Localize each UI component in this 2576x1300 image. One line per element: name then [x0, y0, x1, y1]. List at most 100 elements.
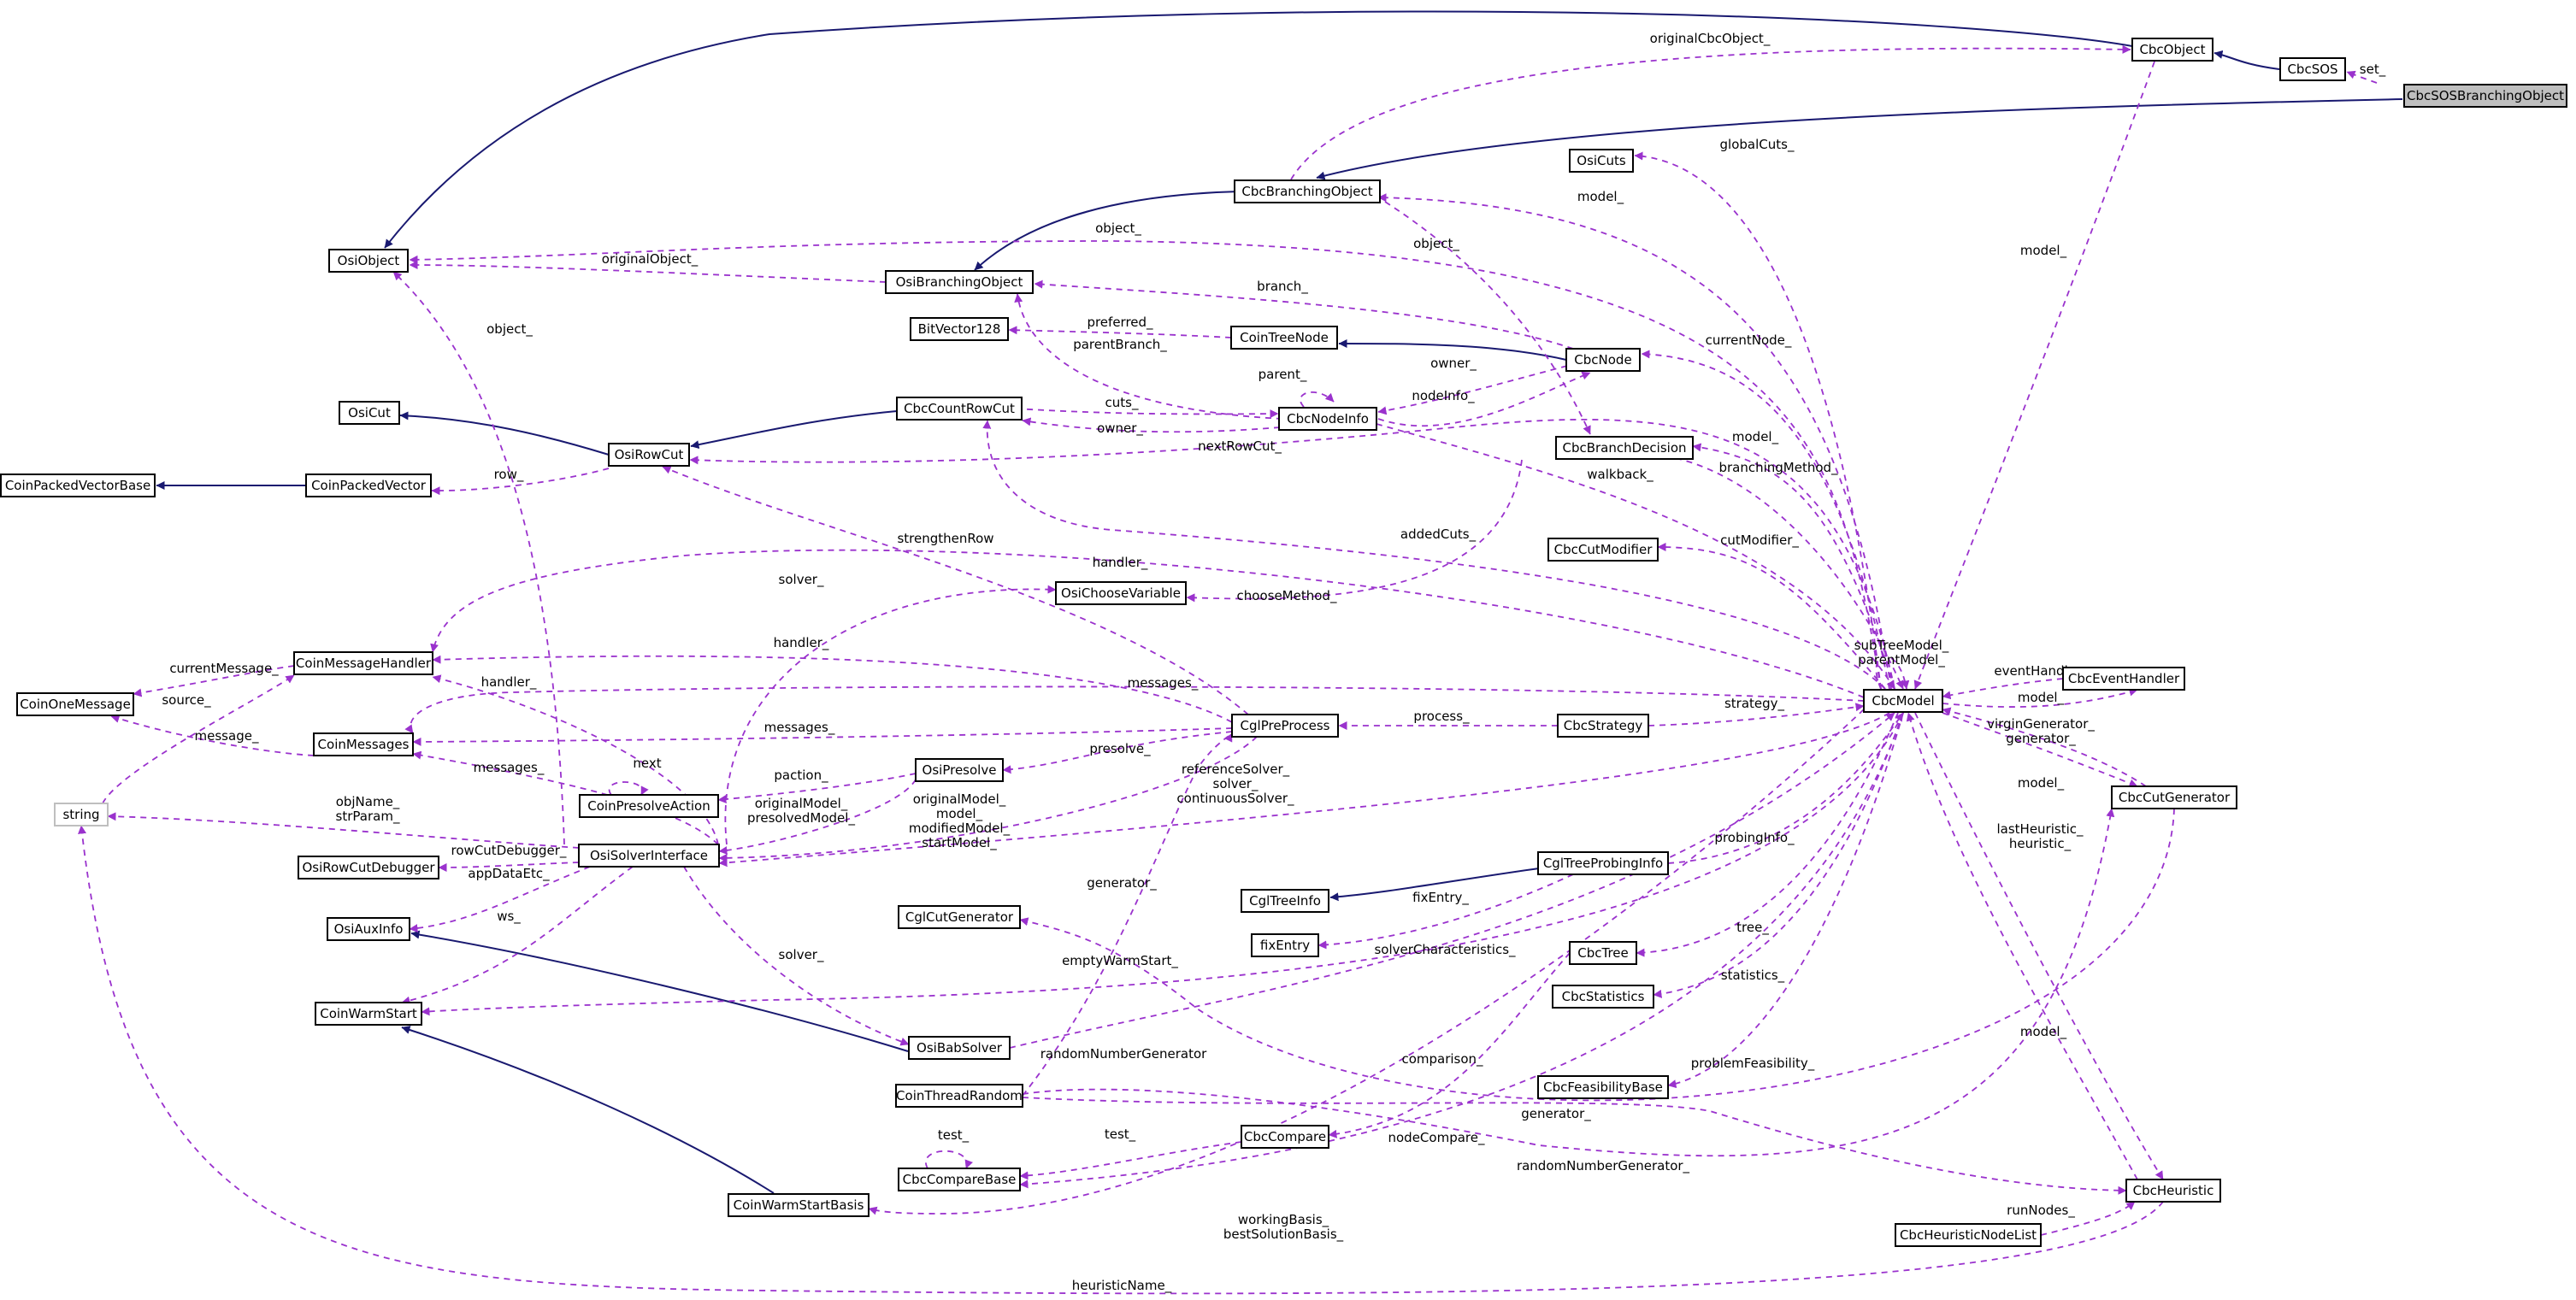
class-node-label: CbcSOSBranchingObject [2407, 88, 2564, 103]
class-node-OsiCuts[interactable]: OsiCuts [1569, 149, 1634, 173]
inheritance-edge-CbcCountRowCut-to-OsiRowCut [690, 410, 898, 450]
class-node-CoinWarmStartBasis[interactable]: CoinWarmStartBasis [728, 1193, 869, 1217]
edge-label: randomNumberGenerator_ [1517, 1158, 1690, 1174]
class-node-OsiObject[interactable]: OsiObject [328, 249, 409, 273]
edge-label: fixEntry_ [1412, 890, 1469, 906]
usage-edge-OsiObject-to-OsiSolverInterface [392, 271, 565, 845]
class-node-CoinMessages[interactable]: CoinMessages [313, 732, 414, 756]
usage-edge-OsiCuts-to-CbcModel [1634, 151, 1882, 690]
edge-label: emptyWarmStart_ [1062, 953, 1178, 969]
class-node-CoinPresolveAction[interactable]: CoinPresolveAction [579, 794, 719, 818]
class-node-CbcNode[interactable]: CbcNode [1565, 348, 1641, 372]
edge-label: message_ [195, 728, 259, 744]
usage-edge-CbcBranchingObject-to-CbcBranchDecision [1384, 201, 1591, 435]
edge-label-text: owner_ [1097, 421, 1143, 437]
edge-label-text: object_ [1413, 236, 1459, 252]
edge-label-text: problemFeasibility_ [1691, 1056, 1815, 1072]
class-node-CbcNodeInfo[interactable]: CbcNodeInfo [1278, 407, 1377, 431]
class-node-CbcCompare[interactable]: CbcCompare [1241, 1125, 1329, 1149]
class-node-CbcBranchingObject[interactable]: CbcBranchingObject [1234, 179, 1381, 203]
usage-edge-CbcCompareBase-to-CbcCompareBase [925, 1150, 973, 1169]
class-node-OsiCut[interactable]: OsiCut [339, 401, 400, 425]
edge-label-text: object_ [486, 321, 533, 338]
edge-label: handler_ [1093, 555, 1148, 571]
class-node-CbcSOS[interactable]: CbcSOS [2279, 57, 2346, 81]
usage-edge-CoinOneMessage-to-CoinMessages [110, 715, 315, 756]
usage-edge-OsiSolverInterface-to-CbcModel [718, 712, 1890, 868]
class-node-OsiPresolve[interactable]: OsiPresolve [915, 758, 1004, 782]
edge-label-text: strengthenRow [897, 531, 993, 546]
class-node-CbcStrategy[interactable]: CbcStrategy [1557, 714, 1649, 738]
class-node-CoinThreadRandom[interactable]: CoinThreadRandom [895, 1084, 1023, 1108]
class-node-label: CbcObject [2139, 42, 2205, 57]
class-node-CglTreeInfo[interactable]: CglTreeInfo [1241, 889, 1329, 913]
class-node-box [315, 1002, 422, 1026]
class-node-CbcStatistics[interactable]: CbcStatistics [1552, 985, 1654, 1009]
class-node-CbcFeasibilityBase[interactable]: CbcFeasibilityBase [1537, 1075, 1669, 1099]
inheritance-edge-OsiBabSolver-to-OsiAuxInfo [410, 930, 909, 1052]
class-node-CoinTreeNode[interactable]: CoinTreeNode [1230, 326, 1338, 350]
class-node-box [339, 401, 400, 425]
usage-edge-CbcHeuristic-to-CbcModel [1906, 712, 2138, 1180]
edge-label: problemFeasibility_ [1691, 1056, 1815, 1072]
class-node-CbcCutGenerator[interactable]: CbcCutGenerator [2111, 785, 2237, 809]
class-node-OsiBabSolver[interactable]: OsiBabSolver [908, 1036, 1011, 1060]
class-node-CbcCountRowCut[interactable]: CbcCountRowCut [896, 397, 1023, 421]
edge-label: originalObject_ [602, 251, 699, 268]
edge-label: walkback_ [1587, 467, 1653, 483]
class-node-fixEntry[interactable]: fixEntry [1251, 933, 1319, 957]
inheritance-edge-CoinWarmStartBasis-to-CoinWarmStart [401, 1026, 775, 1194]
class-node-label: fixEntry [1260, 938, 1310, 953]
class-node-CglPreProcess[interactable]: CglPreProcess [1231, 714, 1339, 738]
class-node-string[interactable]: string [54, 803, 109, 826]
class-node-box [910, 317, 1009, 341]
class-node-CbcModel[interactable]: CbcModel [1863, 689, 1943, 713]
usage-edge-CoinWarmStartBasis-to-CbcModel [868, 709, 1865, 1215]
class-node-CbcSOSBranchingObject[interactable]: CbcSOSBranchingObject [2403, 84, 2567, 108]
class-node-label: CglTreeProbingInfo [1543, 856, 1663, 871]
edge-label: generator_ [1087, 875, 1157, 891]
class-node-label: CbcNode [1574, 352, 1631, 368]
edge-label-text: generator_ [1087, 875, 1157, 891]
class-node-CglTreeProbingInfo[interactable]: CglTreeProbingInfo [1537, 851, 1669, 875]
edge-label: tree_ [1736, 920, 1769, 936]
class-node-CoinPackedVector[interactable]: CoinPackedVector [305, 474, 432, 497]
class-node-CbcEventHandler[interactable]: CbcEventHandler [2062, 667, 2185, 691]
class-node-box [54, 803, 109, 826]
class-node-OsiSolverInterface[interactable]: OsiSolverInterface [578, 844, 720, 868]
class-node-CglCutGenerator[interactable]: CglCutGenerator [898, 905, 1021, 929]
class-node-OsiBranchingObject[interactable]: OsiBranchingObject [885, 270, 1034, 294]
class-node-CoinPackedVectorBase[interactable]: CoinPackedVectorBase [0, 474, 156, 497]
class-node-OsiRowCutDebugger[interactable]: OsiRowCutDebugger [298, 856, 439, 879]
usage-edge-OsiRowCutDebugger-to-OsiSolverInterface [438, 862, 580, 872]
class-node-CbcBranchDecision[interactable]: CbcBranchDecision [1555, 436, 1694, 460]
usage-edge-CbcFeasibilityBase-to-CbcModel [1667, 712, 1904, 1089]
edge-label: randomNumberGenerator [1040, 1046, 1207, 1062]
class-node-CbcObject[interactable]: CbcObject [2131, 38, 2213, 62]
edge-label: subTreeModel_parentModel_ [1854, 638, 1949, 668]
class-node-CbcHeuristic[interactable]: CbcHeuristic [2125, 1179, 2221, 1203]
class-node-OsiRowCut[interactable]: OsiRowCut [608, 443, 690, 467]
class-node-OsiAuxInfo[interactable]: OsiAuxInfo [327, 917, 410, 941]
node-layer: CbcSOSBranchingObject CbcSOS CbcObjectCbcB… [0, 38, 2567, 1247]
edge-label-text: emptyWarmStart_ [1062, 953, 1178, 969]
edge-label-text: model_ [1732, 429, 1779, 445]
class-node-CbcTree[interactable]: CbcTree [1569, 941, 1637, 965]
class-node-BitVector128[interactable]: BitVector128 [910, 317, 1009, 341]
class-node-CoinMessageHandler[interactable]: CoinMessageHandler [293, 651, 433, 675]
class-node-CbcCompareBase[interactable]: CbcCompareBase [898, 1168, 1021, 1191]
edge-label: addedCuts_ [1400, 526, 1477, 543]
class-node-CbcCutModifier[interactable]: CbcCutModifier [1547, 538, 1659, 562]
edge-label: currentNode_ [1706, 332, 1792, 349]
edge-label-text: parentModel_ [1858, 652, 1945, 668]
usage-edge-CbcCutModifier-to-CbcModel [1657, 543, 1886, 690]
edge-label-text: statistics_ [1721, 968, 1785, 984]
class-node-CbcHeuristicNodeList[interactable]: CbcHeuristicNodeList [1895, 1223, 2042, 1247]
class-node-OsiChooseVariable[interactable]: OsiChooseVariable [1055, 581, 1187, 605]
class-node-CoinWarmStart[interactable]: CoinWarmStart [315, 1002, 422, 1026]
class-node-box [298, 856, 439, 879]
class-node-CoinOneMessage[interactable]: CoinOneMessage [16, 692, 134, 716]
edge-label: object_ [1095, 221, 1141, 237]
edge-label: solver_ [779, 947, 824, 963]
usage-edge-CbcTree-to-CbcModel [1636, 712, 1899, 957]
